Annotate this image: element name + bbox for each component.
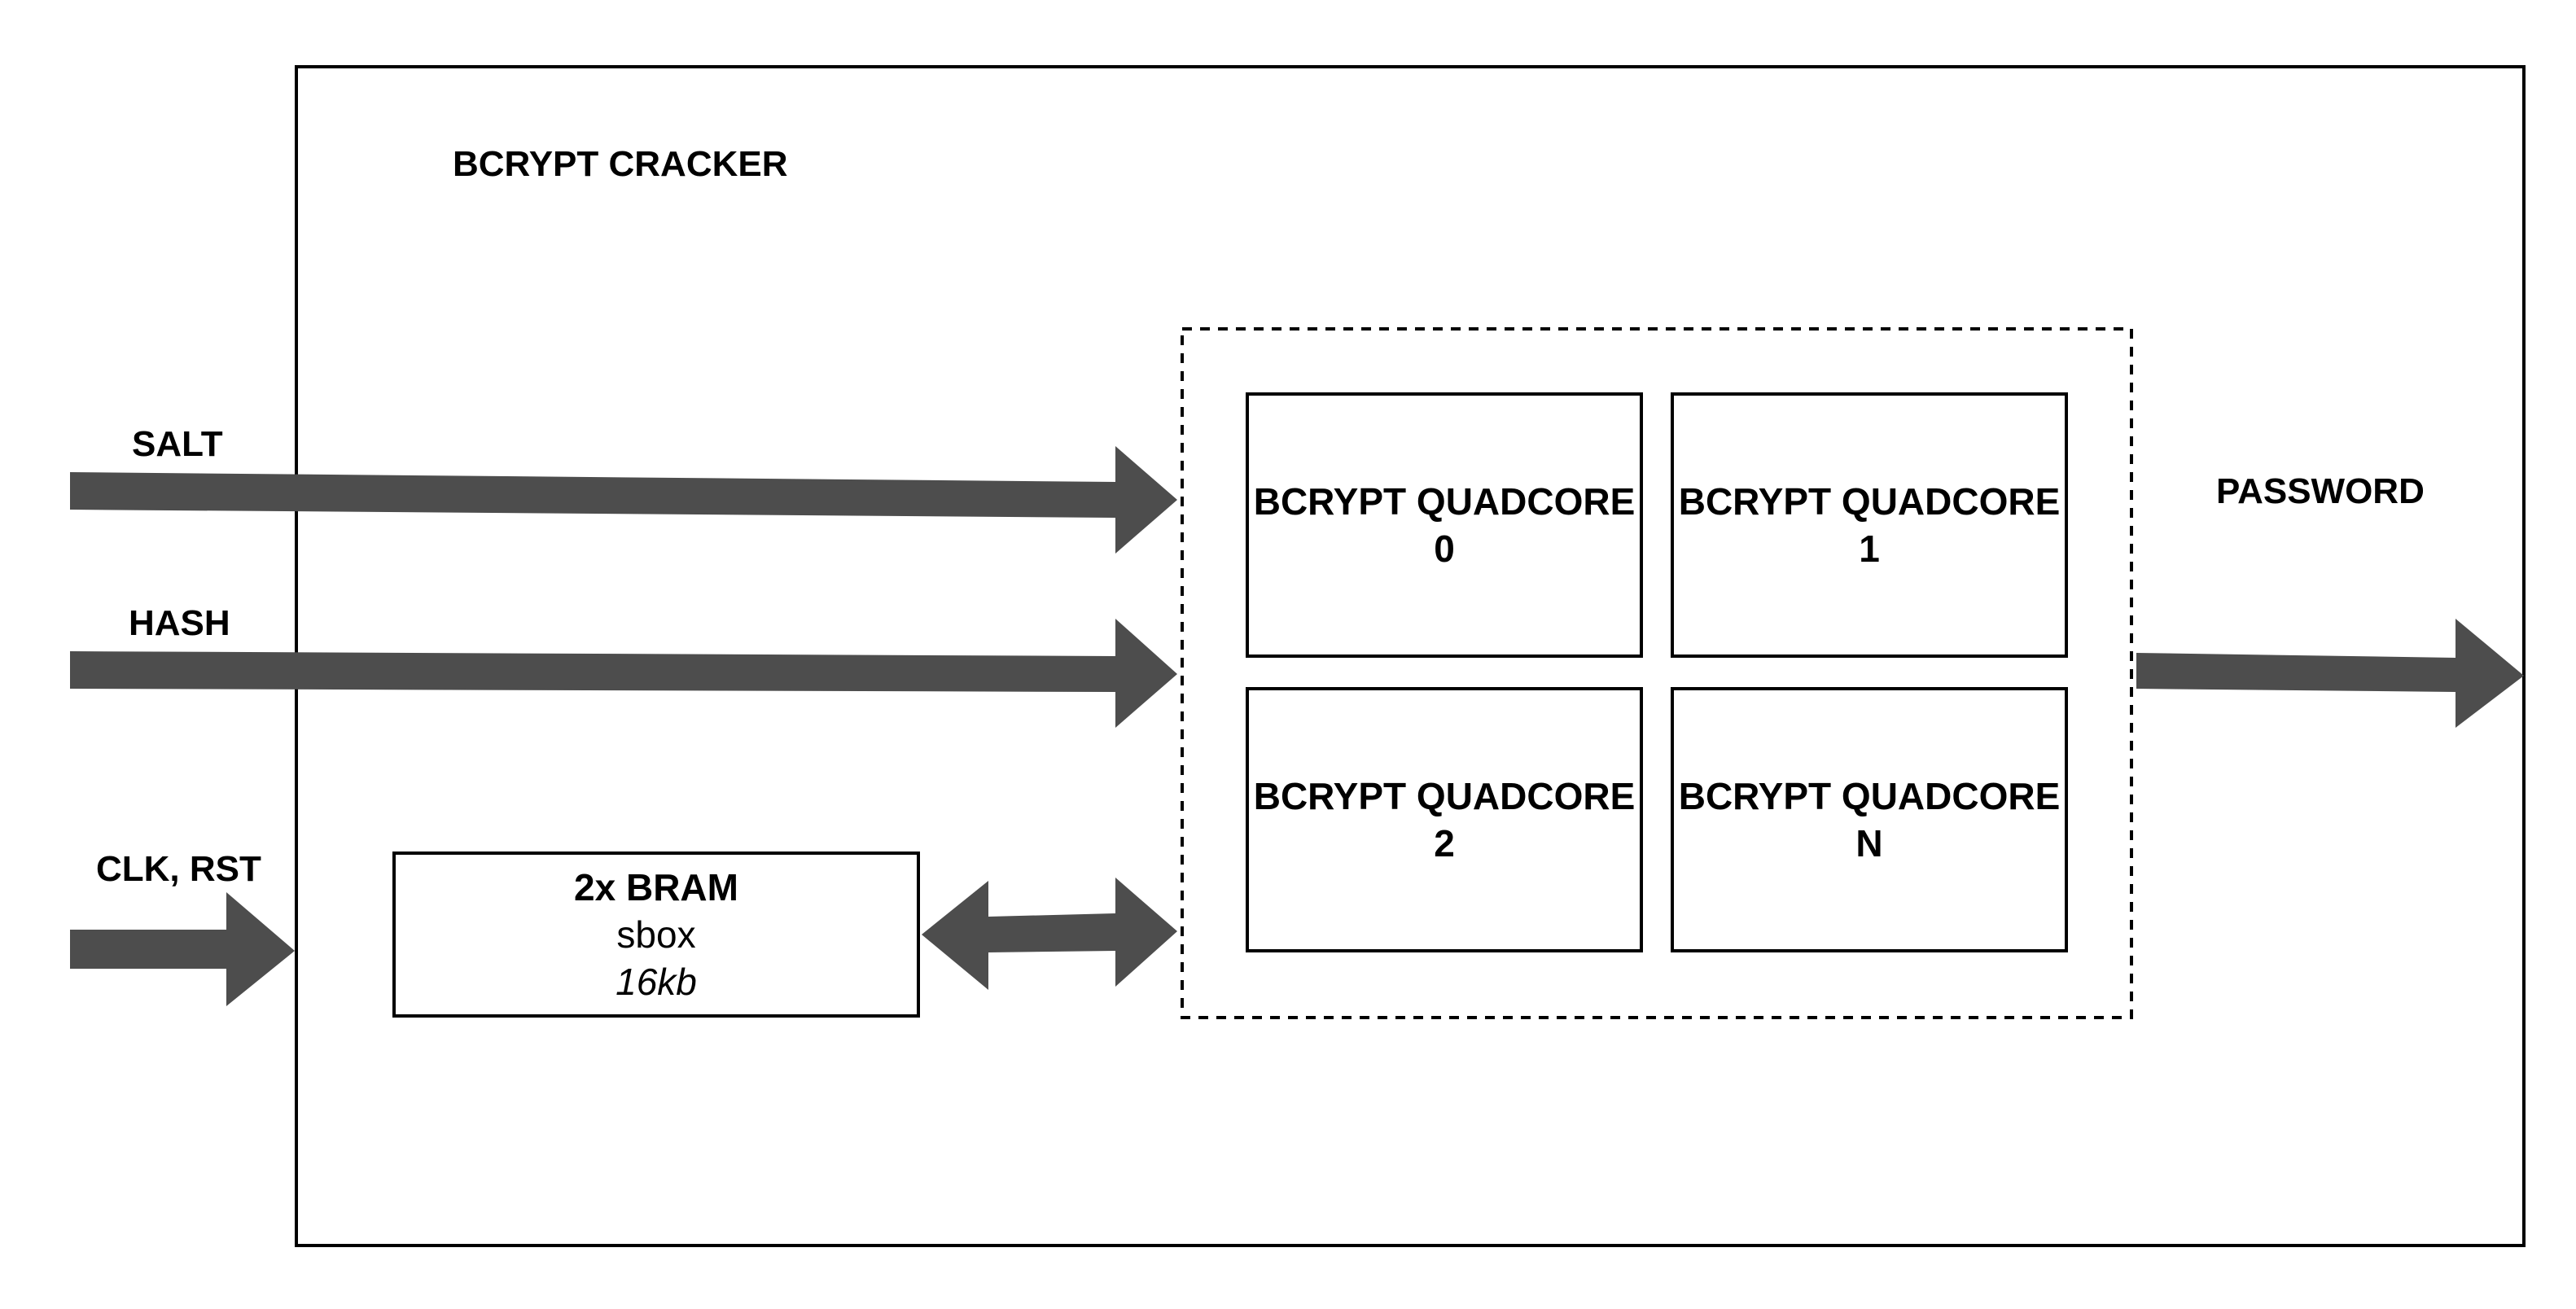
cracker-title: BCRYPT CRACKER — [453, 144, 788, 184]
bram-name: sbox — [616, 913, 695, 956]
hash-arrow — [70, 619, 1177, 728]
bram-cores-bidirectional-arrow — [922, 878, 1177, 990]
password-label: PASSWORD — [2216, 471, 2425, 511]
core-1-index: 1 — [1859, 528, 1880, 570]
clk-rst-label: CLK, RST — [96, 849, 261, 889]
core-2-label: BCRYPT QUADCORE — [1254, 775, 1636, 817]
core-box-2: BCRYPT QUADCORE 2 — [1246, 687, 1643, 952]
core-n-index: N — [1855, 822, 1882, 865]
core-2-index: 2 — [1434, 822, 1455, 865]
core-cluster-dashed-box — [1181, 327, 2133, 1019]
bram-title: 2x BRAM — [574, 866, 738, 908]
core-0-index: 0 — [1434, 528, 1455, 570]
core-box-0: BCRYPT QUADCORE 0 — [1246, 392, 1643, 658]
core-n-label: BCRYPT QUADCORE — [1679, 775, 2061, 817]
salt-label: SALT — [132, 424, 223, 464]
clk-rst-arrow — [70, 892, 295, 1006]
core-0-label: BCRYPT QUADCORE — [1254, 480, 1636, 523]
bram-box: 2x BRAM sbox 16kb — [392, 852, 920, 1018]
bram-size: 16kb — [616, 961, 697, 1003]
core-1-label: BCRYPT QUADCORE — [1679, 480, 2061, 523]
core-box-1: BCRYPT QUADCORE 1 — [1671, 392, 2068, 658]
password-arrow — [2136, 619, 2524, 728]
hash-label: HASH — [129, 603, 230, 643]
core-box-n: BCRYPT QUADCORE N — [1671, 687, 2068, 952]
salt-arrow — [70, 446, 1177, 554]
